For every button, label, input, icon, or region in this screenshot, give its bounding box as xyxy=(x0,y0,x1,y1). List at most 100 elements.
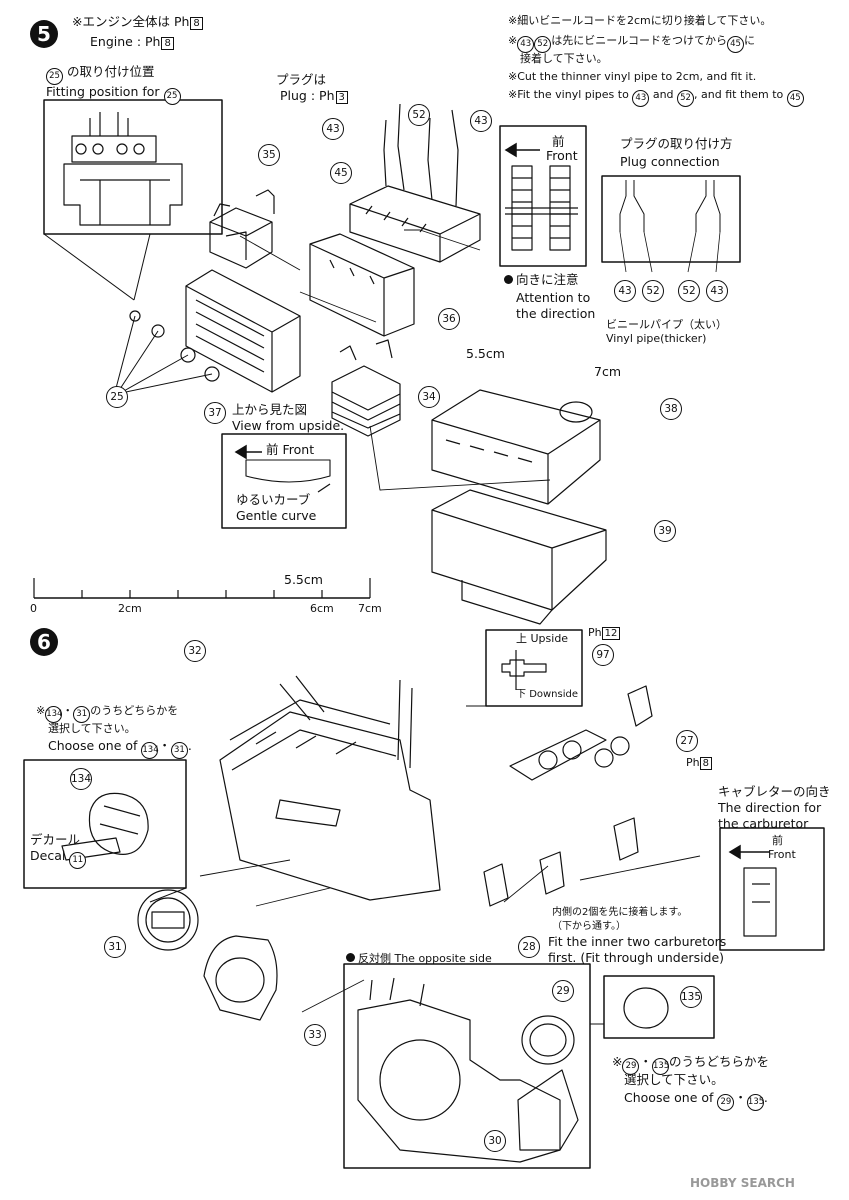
opposite-side-label: 反対側 The opposite side xyxy=(346,952,492,967)
vinyl-pipe-jp: ビニールパイプ（太い） xyxy=(606,318,727,331)
scale-label-5-5cm: 5.5cm xyxy=(284,572,323,587)
plug-connection-en: Plug connection xyxy=(620,154,720,169)
downside-label: 下 Downside xyxy=(516,689,579,700)
scale-tick-2cm: 2cm xyxy=(118,602,142,615)
carb-direction-box xyxy=(719,827,825,951)
gentle-curve-en: Gentle curve xyxy=(236,508,317,523)
choose-29-jp-cont: 選択して下さい。 xyxy=(624,1072,724,1087)
carburetor-rail xyxy=(509,729,630,781)
part-27-drawing xyxy=(613,685,653,861)
front-label-en: Front xyxy=(546,148,578,163)
hobby-search-watermark: HOBBY SEARCH xyxy=(690,1176,795,1190)
part-30-drawing xyxy=(517,1069,579,1151)
scale-tick-6cm: 6cm xyxy=(310,602,334,615)
carb-direction-en-2: the carburetor xyxy=(718,816,809,831)
carb-front-en: Front xyxy=(768,848,796,861)
gentle-curve-jp: ゆるいカーブ xyxy=(236,492,311,507)
front-label-jp: 前 xyxy=(552,134,565,149)
part-33-drawing xyxy=(203,935,278,1021)
part-29-label: 29 xyxy=(552,980,574,1002)
part-29-drawing xyxy=(521,1015,575,1065)
part-37-label: 37 xyxy=(204,402,226,424)
fitting-engine-sketch xyxy=(63,112,183,226)
step-5-badge: 5 xyxy=(30,20,58,48)
plug-conn-part-43-right: 43 xyxy=(706,280,728,302)
choose-135-box xyxy=(603,975,715,1039)
attention-en-2: the direction xyxy=(516,306,596,321)
length-5-5cm: 5.5cm xyxy=(466,346,505,361)
carb-direction-jp: キャブレターの向き xyxy=(718,784,831,799)
inner-carbs-jp-1: 内側の2個を先に接着します。 xyxy=(552,907,688,918)
scale-tick-7cm: 7cm xyxy=(358,602,382,615)
choose-134-en: Choose one of 134・31. xyxy=(48,738,192,759)
vinyl-pipe-en: Vinyl pipe(thicker) xyxy=(606,332,707,345)
part-34-drawing xyxy=(331,339,401,437)
choose-134-jp-cont: 選択して下さい。 xyxy=(48,722,136,735)
front-direction-sketch xyxy=(505,165,578,251)
plug-conn-part-43-left: 43 xyxy=(614,280,636,302)
fitting-position-box xyxy=(43,99,223,235)
plug-conn-part-52-right: 52 xyxy=(678,280,700,302)
part-134-label: 134 xyxy=(70,768,92,790)
part-97-label: 97 xyxy=(592,644,614,666)
part-43-label-a: 43 xyxy=(322,118,344,140)
view-front: 前 Front xyxy=(266,442,315,457)
inner-carbs-en-1: Fit the inner two carburetors xyxy=(548,934,727,949)
part-35-label: 35 xyxy=(258,144,280,166)
part-28-drawing xyxy=(483,851,565,907)
plug-conn-part-52-left: 52 xyxy=(642,280,664,302)
part-134-drawing xyxy=(61,792,149,861)
part-135-label: 135 xyxy=(680,986,702,1008)
view-upside-en: View from upside. xyxy=(232,418,345,433)
note1-jp: ※細いビニールコードを2cmに切り接着して下さい。 xyxy=(508,14,772,27)
upside-box xyxy=(485,629,583,707)
decal-en: Decal 11 xyxy=(30,848,87,869)
part-32-label: 32 xyxy=(184,640,206,662)
part-38-label: 38 xyxy=(660,398,682,420)
part-35-drawing xyxy=(209,189,275,269)
step-6-badge: 6 xyxy=(30,628,58,656)
length-7cm: 7cm xyxy=(594,364,622,379)
choose-29-en: Choose one of 29・135. xyxy=(624,1090,768,1111)
scale-tick-0: 0 xyxy=(30,602,37,615)
carb-direction-en-1: The direction for xyxy=(718,800,822,815)
view-upside-box xyxy=(221,433,347,529)
part-30-label: 30 xyxy=(484,1130,506,1152)
carb-front-jp: 前 xyxy=(772,834,783,847)
attention-en-1: Attention to xyxy=(516,290,591,305)
choose-134-box xyxy=(23,759,187,889)
part-34-label: 34 xyxy=(418,386,440,408)
part-39-drawing xyxy=(431,489,607,625)
plug-connection-jp: プラグの取り付け方 xyxy=(620,136,733,151)
part-43-label-b: 43 xyxy=(470,110,492,132)
plug-note-jp: プラグは xyxy=(276,72,327,87)
part-36-label: 36 xyxy=(438,308,460,330)
part-52-label: 52 xyxy=(408,104,430,126)
choose-29-jp: ※29・135のうちどちらかを xyxy=(612,1054,769,1075)
opposite-side-box xyxy=(343,963,591,1169)
fitting-position-en: Fitting position for 25 xyxy=(46,84,181,105)
part-27-label: 27 xyxy=(676,730,698,752)
part-31-drawing xyxy=(137,889,199,951)
part-25-label: 25 xyxy=(106,386,128,408)
part-28-label: 28 xyxy=(518,936,540,958)
part-39-label: 39 xyxy=(654,520,676,542)
part-37-drawing xyxy=(185,269,301,393)
attention-jp: 向きに注意 xyxy=(504,272,579,289)
inner-carbs-en-2: first. (Fit through underside) xyxy=(548,950,725,965)
decal-jp: デカール xyxy=(30,832,81,847)
part-38-drawing xyxy=(431,389,601,505)
inner-carbs-jp-2: （下から通す。） xyxy=(552,921,626,932)
front-direction-box xyxy=(499,125,587,267)
note1-en: ※Cut the thinner vinyl pipe to 2cm, and … xyxy=(508,70,757,83)
part-45-label: 45 xyxy=(330,162,352,184)
scale-ruler xyxy=(33,578,371,599)
